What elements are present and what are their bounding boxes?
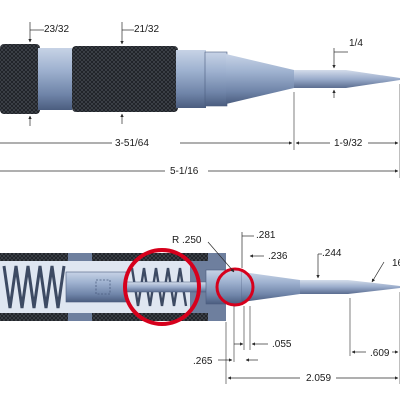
section-tip-point: [348, 280, 400, 294]
dim-21-32-label: 21/32: [134, 24, 159, 35]
dim-23-32-label: 23/32: [44, 24, 69, 35]
tip-point: [346, 70, 400, 88]
steel-band: [38, 48, 72, 110]
dim-3-51-64-label: 3-51/64: [115, 138, 149, 149]
dim-2059-label: 2.059: [306, 373, 331, 384]
knurl-strip-top: [0, 253, 68, 261]
front-collar-ring: [204, 51, 228, 107]
dim-1-4-label: 1/4: [349, 38, 363, 49]
dim-5-1-16-label: 5-1/16: [170, 166, 199, 177]
rear-spring: [2, 265, 66, 309]
knurl-strip-top-2: [92, 253, 208, 261]
highlight-circle-tip: [215, 267, 255, 307]
knurl-strip-bottom-2: [92, 313, 208, 321]
taper-section: [226, 54, 294, 104]
knurl-strip-bottom: [0, 313, 68, 321]
section-taper: [242, 272, 300, 302]
knurled-grip-center: [72, 46, 178, 112]
plunger-slot: [95, 279, 111, 295]
highlight-circle-spring: [123, 248, 201, 326]
section-tip-shaft: [300, 280, 348, 294]
top-view: 23/32 21/32 1/4 3-51/64: [0, 22, 400, 178]
dim-281-label: .281: [256, 230, 276, 241]
dim-609-label: .609: [370, 348, 390, 359]
dim-21-32: [120, 22, 134, 124]
dim-cut-label: 16: [392, 258, 400, 269]
dim-244-label: .244: [322, 248, 342, 259]
front-block: [205, 269, 243, 305]
dim-055-label: .055: [272, 339, 292, 350]
section-view: R .250 .281 .236 .244 16 .265: [0, 230, 400, 384]
dim-radius-leader: [207, 241, 235, 273]
top-extension-lines: [293, 84, 400, 178]
tip-shaft: [294, 70, 346, 88]
dim-23-32: [28, 22, 44, 126]
dim-1-4: [332, 48, 348, 98]
section-extension-lines: [225, 292, 400, 384]
front-collar: [176, 50, 206, 108]
dim-cut-line: [371, 261, 385, 283]
dim-radius-label: R .250: [172, 235, 202, 246]
dim-281-lines: [241, 232, 254, 268]
dim-265-label: .265: [193, 356, 213, 367]
dim-236-label: .236: [268, 251, 288, 262]
knurled-grip-left: [0, 44, 40, 114]
dim-244-lines: [316, 253, 322, 279]
dim-1-9-32-label: 1-9/32: [334, 138, 363, 149]
